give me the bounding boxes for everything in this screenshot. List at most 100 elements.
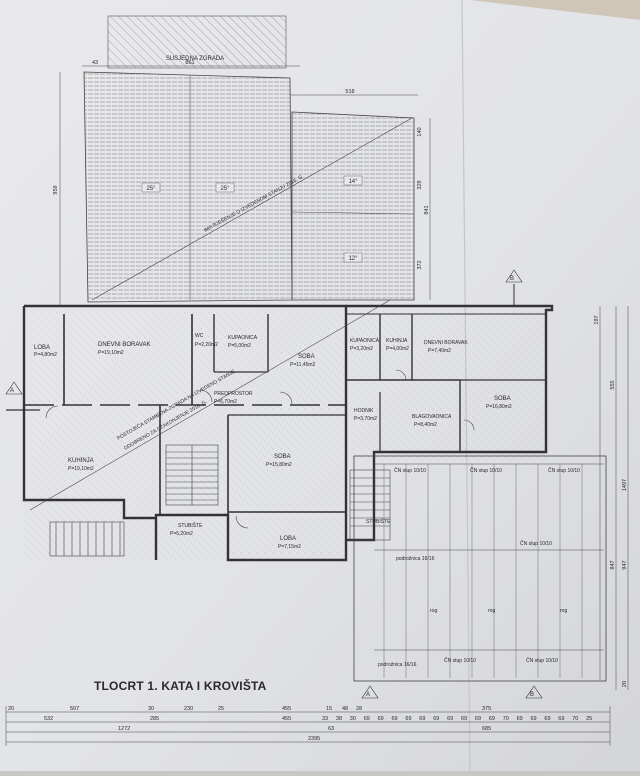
slope-badge: 14° [343, 175, 363, 186]
slope-badge: 25° [215, 182, 235, 193]
bottom-dim-value: 69 [419, 716, 425, 722]
svg-text:KUPAONICA: KUPAONICA [228, 335, 258, 341]
roof-diagonal [91, 117, 413, 301]
column-label: ČN stup 10/10 [526, 657, 558, 664]
section-marker-b-bottom: B [525, 685, 543, 699]
svg-text:STUBIŠTE: STUBIŠTE [178, 522, 203, 529]
bottom-dim-value: 38 [336, 716, 342, 722]
bottom-dim-value: 69 [558, 716, 564, 722]
bottom-dim-value: 685 [482, 726, 491, 732]
svg-text:SOBA: SOBA [274, 454, 291, 460]
beam-label: podrožnica 16/16 [396, 556, 435, 562]
door-arc [45, 405, 59, 419]
room-label-predprostor: PREDPROSTOR P=6,70m2 [214, 391, 253, 405]
svg-text:P=15,80m2: P=15,80m2 [266, 462, 292, 468]
bottom-dim-value: 25 [218, 706, 224, 712]
top-dim-left: 43 [92, 60, 98, 66]
side-dim-left: 959 [53, 185, 59, 194]
plan-title: TLOCRT 1. KATA I KROVIŠTA [94, 678, 267, 693]
side-dim-r1: 140 [417, 127, 423, 136]
svg-text:P=5,20m2: P=5,20m2 [170, 531, 193, 537]
bottom-dim-value: 69 [461, 716, 467, 722]
svg-text:P=5,00m2: P=5,00m2 [228, 343, 251, 349]
bottom-dim-value: 69 [517, 716, 523, 722]
svg-text:A: A [10, 388, 14, 394]
door-arc [395, 369, 407, 381]
neighbor-building [107, 15, 287, 69]
top-dim-center: 861 [185, 60, 194, 66]
svg-text:KUHINJA: KUHINJA [68, 458, 94, 464]
room-label-dnevni-boravak: DNEVNI BORAVAK P=19,10m2 [98, 342, 150, 356]
bottom-dim-value: 230 [184, 706, 193, 712]
column-label: ČN stup 10/10 [444, 657, 476, 664]
svg-text:P=19,10m2: P=19,10m2 [98, 350, 124, 356]
bottom-dim-value: 28 [356, 706, 362, 712]
rafter-label: rog [488, 608, 495, 614]
svg-text:P=16,80m2: P=16,80m2 [486, 404, 512, 410]
side-dim-mid: 841 [424, 205, 430, 214]
right-dim: 20 [622, 681, 628, 687]
svg-text:P=7,40m2: P=7,40m2 [428, 348, 451, 354]
svg-text:P=4,80m2: P=4,80m2 [34, 352, 57, 358]
room-label-dnevni-boravak-2: DNEVNI BORAVAK P=7,40m2 [424, 340, 468, 354]
svg-text:P=19,10m2: P=19,10m2 [68, 466, 94, 472]
svg-text:SOBA: SOBA [494, 396, 511, 402]
svg-text:25°: 25° [146, 186, 156, 192]
bottom-dim-value: 30 [148, 706, 154, 712]
room-label-loba-2: LOBA P=7,15m2 [278, 536, 301, 550]
bottom-dim-value: 1272 [118, 726, 130, 732]
svg-text:B: B [530, 692, 534, 698]
bottom-dim-value: 48 [342, 706, 348, 712]
svg-text:HODNIK: HODNIK [354, 408, 374, 414]
bottom-dim-value: 455 [282, 716, 291, 722]
stairs-left [165, 444, 219, 506]
bottom-dim-value: 15 [326, 706, 332, 712]
room-label-wc: WC P=2,20m2 [195, 333, 218, 348]
rafter-label: rog [430, 608, 437, 614]
room-label-loba: LOBA P=4,80m2 [34, 345, 57, 358]
bottom-dim-value: 69 [405, 716, 411, 722]
bottom-dim-value: 69 [544, 716, 550, 722]
bottom-dim-value: 69 [433, 716, 439, 722]
svg-text:KUHINJA: KUHINJA [386, 338, 408, 344]
room-label-hodnik: HODNIK P=3,70m2 [354, 408, 377, 422]
svg-text:P=2,20m2: P=2,20m2 [195, 342, 218, 348]
bottom-dim-value: 30 [350, 716, 356, 722]
column-label: ČN stup 10/10 [520, 540, 552, 547]
column-label: ČN stup 10/10 [548, 467, 580, 474]
bottom-dim-value: 69 [531, 716, 537, 722]
bottom-dim-value: 375 [482, 706, 491, 712]
bottom-dim-value: 33 [322, 716, 328, 722]
bottom-dim-value: 20 [8, 706, 14, 712]
bottom-dim-value: 455 [282, 706, 291, 712]
door-arc [199, 389, 213, 403]
svg-text:P=4,00m2: P=4,00m2 [386, 346, 409, 352]
floor-stipple-right [346, 310, 546, 460]
section-marker-a-bottom: A [361, 685, 379, 699]
room-label-kuhinja-2: KUHINJA P=4,00m2 [386, 338, 409, 352]
right-dim: 197 [594, 315, 600, 324]
svg-text:P=6,70m2: P=6,70m2 [214, 399, 237, 405]
side-dim-r3: 372 [417, 260, 423, 269]
room-label-kuhinja: KUHINJA P=19,10m2 [68, 458, 94, 472]
floor-stipple-left [24, 310, 344, 560]
top-dim-right: 518 [345, 89, 354, 95]
stairs-right [349, 469, 391, 541]
svg-text:P=8,40m2: P=8,40m2 [414, 422, 437, 428]
right-dim: 555 [610, 380, 616, 389]
svg-text:DNEVNI BORAVAK: DNEVNI BORAVAK [424, 340, 468, 346]
room-label-soba-3: SOBA P=16,80m2 [486, 396, 512, 410]
beam-label: podrožnica 16/16 [378, 662, 417, 668]
svg-text:P=11,45m2: P=11,45m2 [290, 362, 316, 368]
bottom-dim-value: 532 [44, 716, 53, 722]
door-arc [279, 391, 293, 405]
svg-text:DNEVNI BORAVAK: DNEVNI BORAVAK [98, 342, 150, 348]
svg-text:KUPAONICA: KUPAONICA [350, 338, 380, 344]
svg-text:25°: 25° [220, 186, 230, 192]
section-marker-b-top: B [505, 269, 523, 283]
room-label-stubiste: STUBIŠTE P=5,20m2 [170, 522, 203, 537]
